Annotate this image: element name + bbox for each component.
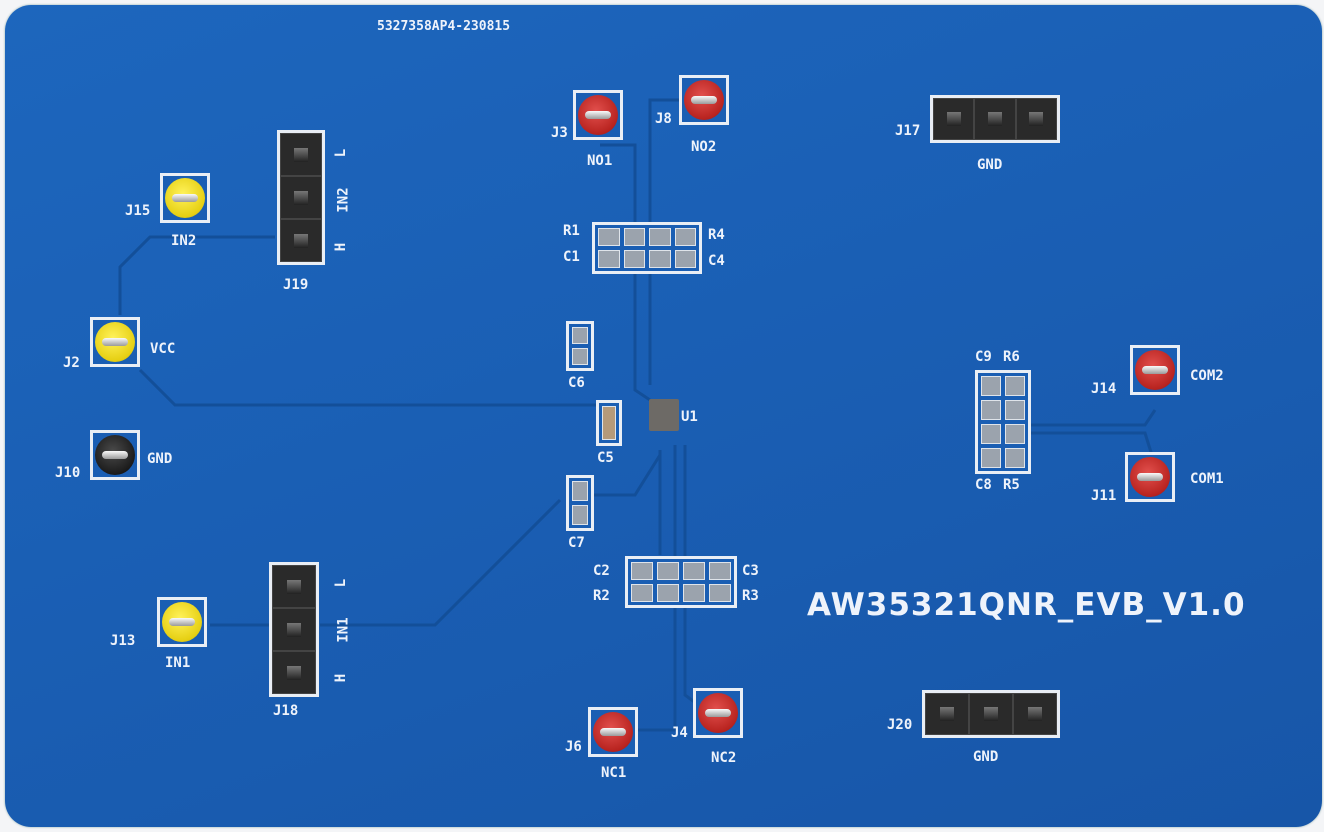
jumper-label-l: L (333, 578, 350, 588)
net-label: COM2 (1190, 368, 1224, 384)
ref-label: J14 (1091, 381, 1117, 397)
jumper-label-h: H (333, 242, 350, 252)
ref-label: J18 (273, 703, 299, 719)
ref-label: J2 (63, 355, 80, 371)
test-point-j15[interactable] (160, 173, 210, 223)
ref-label: J3 (551, 125, 568, 141)
test-point-j11[interactable] (1125, 452, 1175, 502)
ref-label: R5 (1003, 477, 1020, 493)
pcb-board: 5327358AP4-230815 J3 NO1 J8 NO2 J15 IN2 … (5, 5, 1322, 827)
net-label: GND (147, 451, 173, 467)
header-j18[interactable] (269, 562, 319, 697)
test-point-j8[interactable] (679, 75, 729, 125)
test-point-j2[interactable] (90, 317, 140, 367)
ref-label: J6 (565, 739, 582, 755)
board-title: AW35321QNR_EVB_V1.0 (807, 587, 1246, 623)
ref-label: C9 (975, 349, 992, 365)
ic-u1 (649, 399, 679, 431)
ref-label: C3 (742, 563, 759, 579)
ref-label: J10 (55, 465, 81, 481)
ref-label: C4 (708, 253, 725, 269)
test-point-j4[interactable] (693, 688, 743, 738)
header-j19[interactable] (277, 130, 325, 265)
ref-label: J15 (125, 203, 151, 219)
net-label: NO1 (587, 153, 613, 169)
footprint-c7 (566, 475, 594, 531)
header-j20[interactable] (922, 690, 1060, 738)
ref-label: C5 (597, 450, 614, 466)
ref-label: C7 (568, 535, 585, 551)
test-point-j14[interactable] (1130, 345, 1180, 395)
ref-label: J4 (671, 725, 688, 741)
ref-label: C8 (975, 477, 992, 493)
net-label: VCC (150, 341, 176, 357)
footprint-c2-r2-c3-r3 (625, 556, 737, 608)
ref-label: C6 (568, 375, 585, 391)
net-label: NC2 (711, 750, 737, 766)
ref-label: J20 (887, 717, 913, 733)
ref-label: R2 (593, 588, 610, 604)
net-label: NC1 (601, 765, 627, 781)
jumper-label-h: H (333, 673, 350, 683)
net-label: IN2 (171, 233, 197, 249)
ref-label: R4 (708, 227, 725, 243)
ref-label: J13 (110, 633, 136, 649)
jumper-label-l: L (333, 148, 350, 158)
net-label: GND (973, 749, 999, 765)
jumper-label-in1: IN1 (335, 617, 352, 643)
test-point-j13[interactable] (157, 597, 207, 647)
net-label: COM1 (1190, 471, 1224, 487)
ref-label: J8 (655, 111, 672, 127)
ref-label: J17 (895, 123, 921, 139)
jumper-label-in2: IN2 (335, 187, 352, 213)
ref-label: U1 (681, 409, 698, 425)
test-point-j6[interactable] (588, 707, 638, 757)
ref-label: C2 (593, 563, 610, 579)
net-label: GND (977, 157, 1003, 173)
lot-code: 5327358AP4-230815 (377, 19, 511, 34)
ref-label: R6 (1003, 349, 1020, 365)
ref-label: J11 (1091, 488, 1117, 504)
footprint-c6 (566, 321, 594, 371)
test-point-j3[interactable] (573, 90, 623, 140)
ref-label: J19 (283, 277, 309, 293)
footprint-c9-r6-c8-r5 (975, 370, 1031, 474)
ref-label: C1 (563, 249, 580, 265)
net-label: NO2 (691, 139, 717, 155)
footprint-r1-c1-r4-c4 (592, 222, 702, 274)
ref-label: R1 (563, 223, 580, 239)
test-point-j10[interactable] (90, 430, 140, 480)
header-j17[interactable] (930, 95, 1060, 143)
ref-label: R3 (742, 588, 759, 604)
net-label: IN1 (165, 655, 191, 671)
footprint-c5 (596, 400, 622, 446)
